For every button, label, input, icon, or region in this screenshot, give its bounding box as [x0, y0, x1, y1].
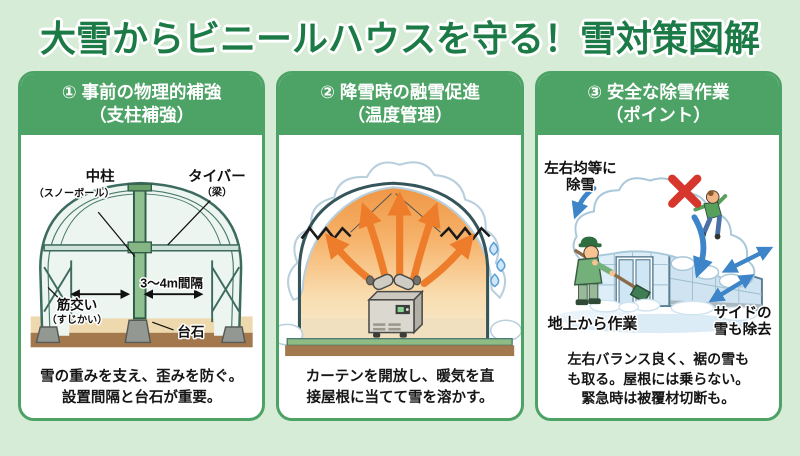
label-center-pillar-sub: （スノーボール）: [34, 186, 115, 199]
page-title: 大雪からビニールハウスを守る！雪対策図解: [39, 18, 760, 59]
arrow-left-even: [571, 185, 597, 219]
greenhouse-frame-illustration: 中柱 （スノーボール） タイバー （梁） 3〜4m間隔 筋交い （すじかい） 台…: [30, 165, 253, 347]
panel-3-header-line2: （ポイント）: [605, 104, 711, 125]
label-brace-sub: （すじかい）: [47, 313, 108, 326]
heater-side: [413, 289, 424, 334]
rolled-curtain-right: [439, 225, 491, 240]
pillar-top-cap: [127, 182, 152, 192]
heater-duct-right: [393, 273, 415, 290]
panel-1-header-line1: ① 事前の物理的補強: [61, 82, 222, 102]
panel-1-header-line2: （支柱補強）: [89, 104, 195, 125]
panel-1-caption: 雪の重みを支え、歪みを防ぐ。 設置間隔と台石が重要。: [21, 367, 262, 418]
base-stones: [35, 319, 246, 343]
ground-shadow-2: [555, 309, 637, 325]
panel-1-caption-line2: 設置間隔と台石が重要。: [61, 389, 222, 406]
panel-3-caption-line3: 緊急時は被覆材切断も。: [581, 390, 736, 407]
arrow-side-2: [708, 273, 755, 302]
rolled-curtain-left: [300, 225, 352, 240]
label-work-from-ground: 地上から作業: [547, 314, 637, 332]
panel-1-diagram: 中柱 （スノーボール） タイバー （梁） 3〜4m間隔 筋交い （すじかい） 台…: [21, 135, 262, 367]
heater-unit: [366, 273, 425, 338]
snow-direction-arrows: [571, 185, 773, 302]
label-side-snow-line2: 雪も除去: [713, 320, 771, 338]
panel-2-caption-line1: カーテンを開放し、暖気を直: [305, 368, 495, 385]
heater-front: [368, 298, 416, 333]
panel-3-header: ③ 安全な除雪作業 （ポイント）: [537, 74, 779, 135]
panels-row: ① 事前の物理的補強 （支柱補強）: [0, 71, 800, 421]
panel-2-header-line1: ② 降雪時の融雪促進: [320, 82, 480, 102]
heater-display: [397, 306, 405, 312]
arrow-side-1: [721, 246, 773, 273]
snow-pile-right: [490, 318, 521, 341]
panel-2-diagram: [279, 135, 521, 367]
panel-3-caption: 左右バランス良く、裾の雪も も取る。屋根には乗らない。 緊急時は被覆材切断も。: [538, 350, 779, 418]
panel-1-caption-line1: 雪の重みを支え、歪みを防ぐ。: [40, 368, 244, 385]
panel-2-header: ② 降雪時の融雪促進 （温度管理）: [279, 74, 521, 135]
label-even-removal-line2: 除雪: [566, 175, 595, 193]
base-rail: [286, 337, 514, 346]
label-side-snow-line1: サイドの: [713, 304, 771, 321]
panel-1-header: ① 事前の物理的補強 （支柱補強）: [21, 74, 263, 135]
panel-3-header-line1: ③ 安全な除雪作業: [587, 82, 730, 102]
arch-frame: [39, 181, 243, 336]
panel-2-header-line2: （温度管理）: [347, 104, 453, 125]
label-even-removal-line1: 左右均等に: [543, 158, 616, 176]
label-tie-bar: タイバー: [188, 168, 246, 185]
heater-duct-left: [372, 273, 394, 290]
label-base-stone: 台石: [177, 323, 204, 339]
label-spacing: 3〜4m間隔: [140, 275, 203, 290]
pillar-joint: [127, 240, 152, 253]
heater-vents: [373, 322, 402, 330]
diagonal-braces: [43, 259, 240, 322]
worker-figure: [573, 236, 661, 313]
label-tie-bar-sub: （梁）: [202, 185, 232, 198]
panel-3-diagram: 左右均等に 除雪 地上から作業 サイドの 雪も除去: [538, 135, 779, 351]
panel-3-caption-line1: 左右バランス良く、裾の雪も: [567, 351, 750, 368]
red-x-icon: [667, 174, 702, 208]
leader-lines: [47, 199, 211, 330]
panel-reinforcement: ① 事前の物理的補強 （支柱補強）: [18, 71, 266, 421]
panel-3-caption-line2: も取る。屋根には乗らない。: [567, 370, 750, 387]
water-drops: [489, 240, 506, 287]
panel-snow-removal: ③ 安全な除雪作業 （ポイント）: [534, 71, 782, 421]
snow-removal-illustration: 左右均等に 除雪 地上から作業 サイドの 雪も除去: [542, 157, 774, 339]
label-center-pillar: 中柱: [86, 167, 115, 185]
ground-strip: [285, 344, 515, 356]
arrow-roof-down: [691, 213, 713, 278]
center-pillar: [132, 187, 147, 319]
heater-illustration: [279, 160, 521, 356]
panel-2-caption-line2: 接屋根に当てて雪を溶かす。: [306, 389, 494, 406]
label-brace: 筋交い: [57, 296, 98, 312]
panel-snowmelt: ② 降雪時の融雪促進 （温度管理）: [276, 71, 524, 421]
panel-2-caption: カーテンを開放し、暖気を直 接屋根に当てて雪を溶かす。: [279, 367, 520, 418]
